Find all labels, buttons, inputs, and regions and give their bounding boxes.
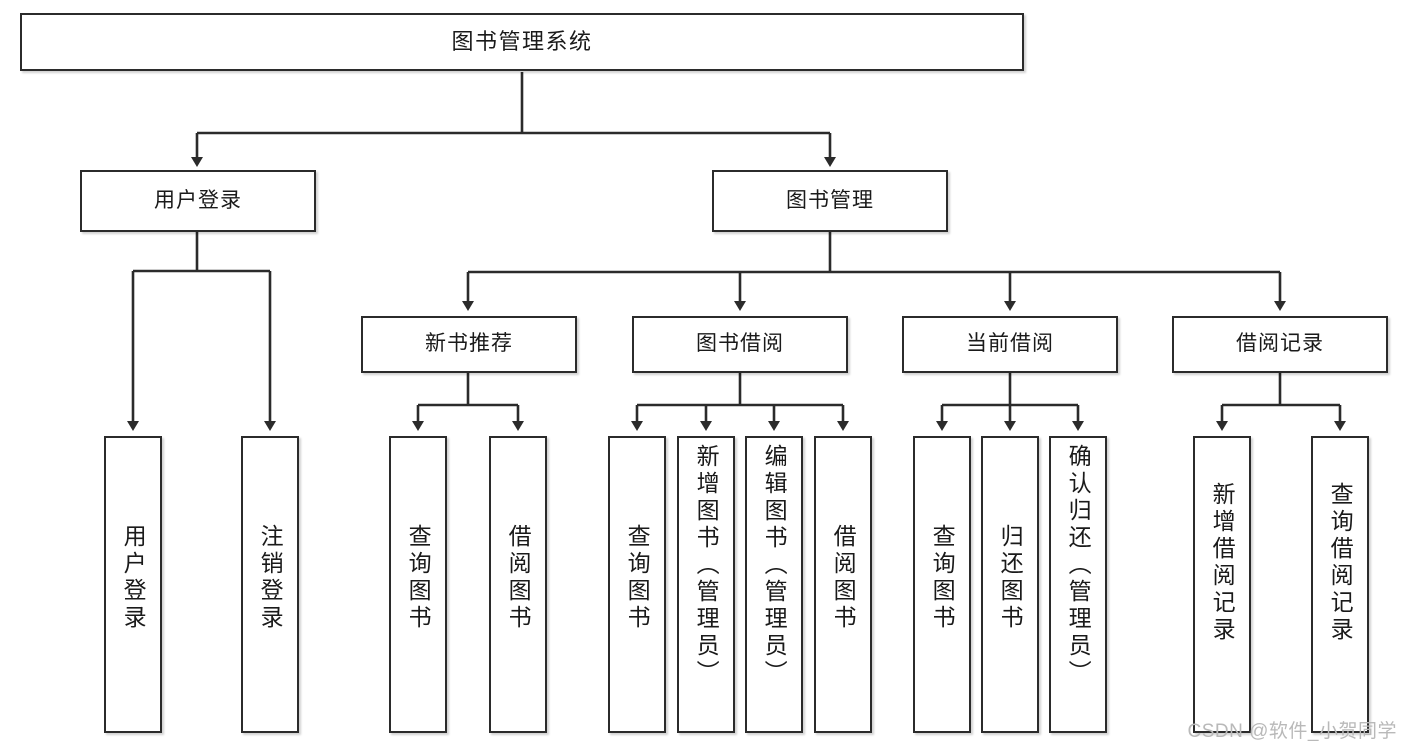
leaf-user-login[interactable]: 用户登录 <box>104 436 162 733</box>
node-user-login[interactable]: 用户登录 <box>80 170 316 232</box>
leaf-query-book-current-label: 查询图书 <box>929 524 956 632</box>
leaf-query-book-current[interactable]: 查询图书 <box>913 436 971 733</box>
leaf-query-book-recommend[interactable]: 查询图书 <box>389 436 447 733</box>
node-new-book-recommend-label: 新书推荐 <box>425 332 513 356</box>
leaf-query-book-borrow-label: 查询图书 <box>624 524 651 632</box>
leaf-user-login-label: 用户登录 <box>120 524 147 632</box>
watermark: CSDN @软件_小贺同学 <box>1187 721 1397 742</box>
node-root-label: 图书管理系统 <box>451 29 593 55</box>
node-current-borrow[interactable]: 当前借阅 <box>902 316 1118 373</box>
leaf-return-book-label: 归还图书 <box>997 524 1024 632</box>
leaf-borrow-book-recommend-label: 借阅图书 <box>505 524 532 632</box>
leaf-edit-book-admin[interactable]: 编辑图书（管理员） <box>745 436 803 733</box>
leaf-logout[interactable]: 注销登录 <box>241 436 299 733</box>
leaf-confirm-return-admin[interactable]: 确认归还（管理员） <box>1049 436 1107 733</box>
leaf-add-book-admin[interactable]: 新增图书（管理员） <box>677 436 735 733</box>
leaf-query-borrow-record[interactable]: 查询借阅记录 <box>1311 436 1369 733</box>
leaf-add-borrow-record-label: 新增借阅记录 <box>1209 482 1236 644</box>
node-new-book-recommend[interactable]: 新书推荐 <box>361 316 577 373</box>
node-borrow-records[interactable]: 借阅记录 <box>1172 316 1388 373</box>
leaf-edit-book-admin-label: 编辑图书（管理员） <box>761 444 788 687</box>
leaf-borrow-book-borrow-label: 借阅图书 <box>830 524 857 632</box>
leaf-borrow-book-recommend[interactable]: 借阅图书 <box>489 436 547 733</box>
node-book-management[interactable]: 图书管理 <box>712 170 948 232</box>
leaf-confirm-return-admin-label: 确认归还（管理员） <box>1065 444 1092 687</box>
leaf-query-borrow-record-label: 查询借阅记录 <box>1327 482 1354 644</box>
node-current-borrow-label: 当前借阅 <box>966 332 1054 356</box>
node-book-borrow-label: 图书借阅 <box>696 332 784 356</box>
leaf-borrow-book-borrow[interactable]: 借阅图书 <box>814 436 872 733</box>
leaf-logout-label: 注销登录 <box>257 524 284 632</box>
node-book-management-label: 图书管理 <box>786 188 874 212</box>
node-user-login-label: 用户登录 <box>154 188 242 212</box>
leaf-query-book-borrow[interactable]: 查询图书 <box>608 436 666 733</box>
node-root[interactable]: 图书管理系统 <box>20 13 1024 71</box>
leaf-return-book[interactable]: 归还图书 <box>981 436 1039 733</box>
node-borrow-records-label: 借阅记录 <box>1236 332 1324 356</box>
leaf-add-book-admin-label: 新增图书（管理员） <box>693 444 720 687</box>
node-book-borrow[interactable]: 图书借阅 <box>632 316 848 373</box>
leaf-add-borrow-record[interactable]: 新增借阅记录 <box>1193 436 1251 733</box>
leaf-query-book-recommend-label: 查询图书 <box>405 524 432 632</box>
